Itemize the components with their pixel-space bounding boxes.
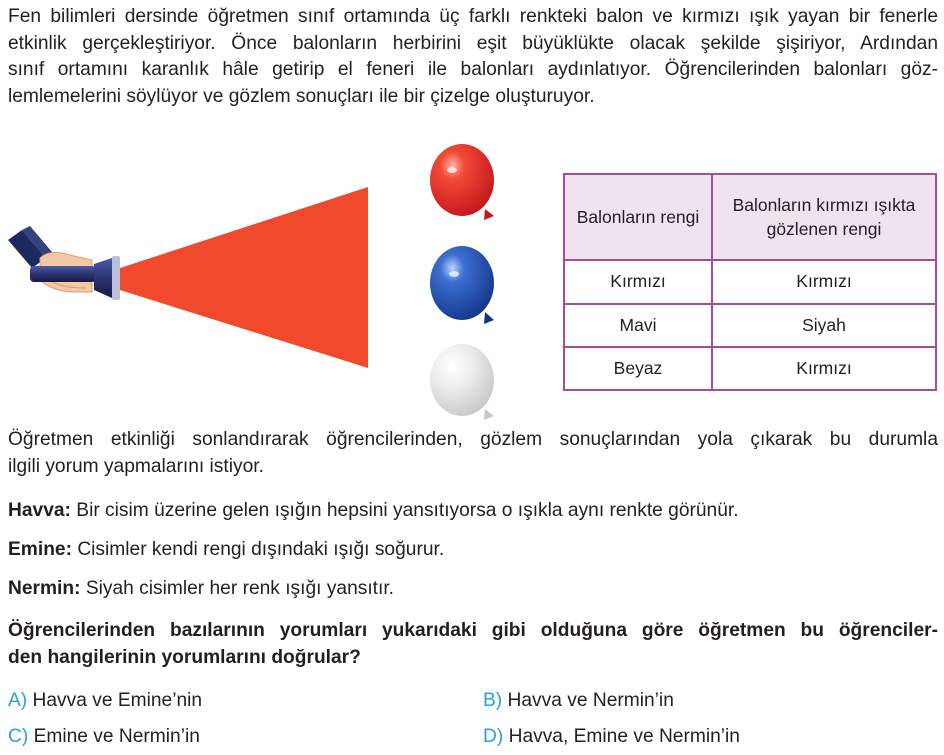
table-cell: Mavi [563,302,713,348]
balloon-red [430,144,494,220]
task-line: Öğretmen etkinliği sonlandırarak öğrenci… [8,429,938,450]
table-header-observed-color: Balonların kırmızı ışıkta gözlenen rengi [711,172,937,262]
comment-emine: Emine: Cisimler kendi rengi dışındaki ış… [8,537,938,564]
intro-line: sınıf ortamını karanlık hâle getirip el … [8,59,938,80]
table-row: Kırmızı Kırmızı [563,259,937,305]
experiment-illustration [8,144,494,420]
table-cell: Siyah [711,302,937,348]
student-name: Havva: [8,500,71,521]
option-text: Havva, Emine ve Nermin’in [503,726,740,747]
intro-line: Fen bilimleri dersinde öğretmen sınıf or… [8,6,938,27]
option-text: Havva ve Nermin’in [502,690,674,711]
table-cell: Kırmızı [711,345,937,392]
intro-line: etkinlik gerçekleştiriyor. Önce balonlar… [8,32,938,54]
table-row: Mavi Siyah [563,302,937,348]
option-letter: B) [483,690,503,711]
option-b[interactable]: B) Havva ve Nermin’in [483,690,674,712]
comment-text: Cisimler kendi rengi dışındaki ışığı soğ… [71,539,445,560]
option-letter: A) [8,690,28,711]
light-beam [120,187,368,368]
comment-text: Bir cisim üzerine gelen ışığın hepsini y… [70,500,739,521]
question-line: den hangilerinin yorumlarını doğrular? [8,646,361,668]
balloon-blue [430,246,494,324]
comment-havva: Havva: Bir cisim üzerine gelen ışığın he… [8,498,938,525]
table-cell: Kırmızı [711,259,937,305]
table-header-balloon-color: Balonların rengi [563,172,713,262]
option-text: Emine ve Nermin’in [28,726,200,747]
flashlight-icon [30,256,120,300]
table-cell: Kırmızı [563,259,713,305]
option-a[interactable]: A) Havva ve Emine’nin [8,690,202,712]
student-name: Emine: [8,539,72,560]
intro-paragraph: Fen bilimleri dersinde öğretmen sınıf or… [8,4,938,110]
option-d[interactable]: D) Havva, Emine ve Nermin’in [483,726,740,748]
task-line: ilgili yorum yapmalarını istiyor. [8,455,264,477]
option-letter: C) [8,726,29,747]
student-name: Nermin: [8,578,81,599]
option-c[interactable]: C) Emine ve Nermin’in [8,726,200,748]
sleeve-icon [8,226,52,268]
option-text: Havva ve Emine’nin [27,690,203,711]
option-letter: D) [483,726,504,747]
observation-table: Balonların rengi Balonların kırmızı ışık… [563,172,937,392]
comment-text: Siyah cisimler her renk ışığı yansıtır. [80,578,395,599]
table-header-row: Balonların rengi Balonların kırmızı ışık… [563,172,937,262]
task-paragraph: Öğretmen etkinliği sonlandırarak öğrenci… [8,427,938,480]
balloon-white [430,344,494,420]
question-text: Öğrencilerinden bazılarının yorumları yu… [8,618,938,671]
table-row: Beyaz Kırmızı [563,345,937,392]
comment-nermin: Nermin: Siyah cisimler her renk ışığı ya… [8,576,938,603]
question-line: Öğrencilerinden bazılarının yorumları yu… [8,620,938,641]
intro-line: lemlemelerini söylüyor ve gözlem sonuçla… [8,85,595,107]
table-cell: Beyaz [563,345,713,392]
